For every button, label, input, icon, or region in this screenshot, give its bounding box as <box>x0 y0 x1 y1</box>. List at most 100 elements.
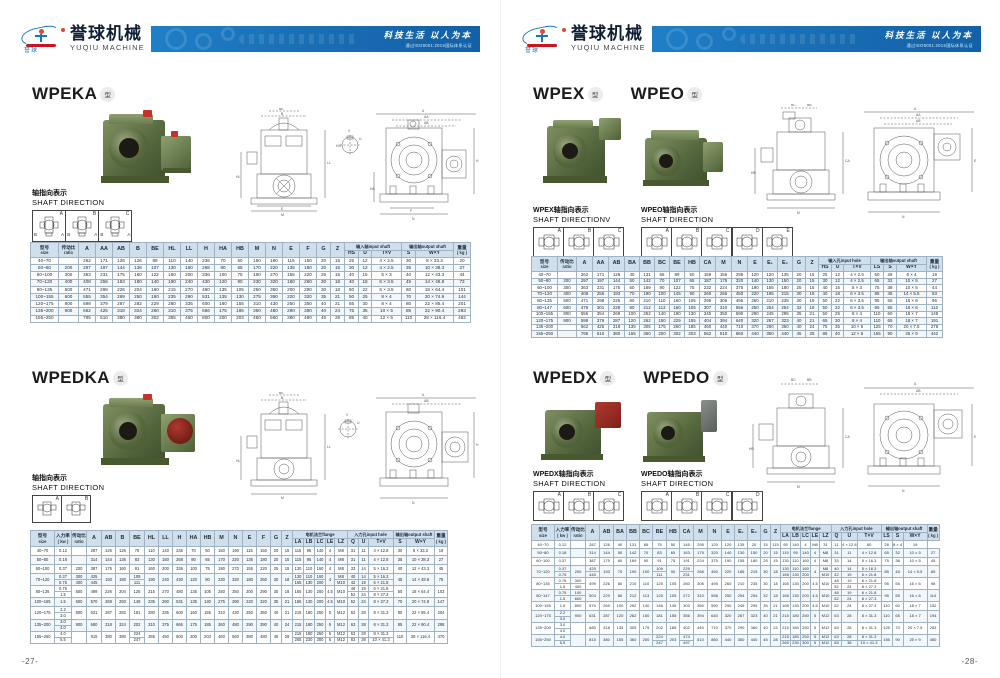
table-cell: 229 <box>599 589 614 603</box>
table-cell: 275 <box>248 292 266 302</box>
col-header-CA: CA <box>679 524 694 541</box>
table-cell: 590 <box>731 310 748 319</box>
table-cell: 175 <box>654 323 670 332</box>
table-cell: 5 <box>810 621 820 635</box>
table-cell: 95 <box>880 589 893 603</box>
table-cell: 270 <box>265 271 283 280</box>
table-cell: 18 <box>330 278 345 287</box>
table-cell: 302 <box>146 314 164 323</box>
table-cell: 18 <box>358 278 372 287</box>
table-cell: 35 <box>316 292 331 302</box>
table-cell: 200 <box>180 271 198 280</box>
table-cell: 336 <box>172 564 187 574</box>
table-cell: 100~155 <box>531 310 558 319</box>
table-cell: 130 <box>303 585 315 599</box>
table-cell: 301 <box>592 303 609 312</box>
table-cell: 598 <box>576 317 593 325</box>
table-cell: 80 <box>613 577 627 591</box>
table-cell: 262 <box>576 271 593 279</box>
table-cell: 180 <box>115 572 130 587</box>
table-cell: 235 <box>777 297 793 305</box>
table-cell: 250 <box>800 609 811 623</box>
table-cell: 110 <box>639 577 653 591</box>
table-cell: M12 <box>334 618 348 632</box>
shaft-direction-diagram: A <box>641 227 672 257</box>
table-cell: 85 <box>344 314 359 323</box>
table-cell: 230 <box>214 572 229 587</box>
table-cell: 126 <box>129 256 147 266</box>
table-cell: 40~70 <box>30 546 55 556</box>
table-cell: 33 <box>831 556 842 567</box>
table-cell: 70 <box>401 292 416 302</box>
table-cell: 900 <box>71 618 87 632</box>
table-cell: 18 <box>770 589 781 603</box>
svg-text:E: E <box>281 207 284 211</box>
table-cell: 22 × 85.4 <box>415 300 454 309</box>
table-cell: 110 <box>880 609 893 623</box>
table-cell: 98 <box>926 577 940 591</box>
table-cell: 360 <box>214 618 229 632</box>
table-cell: 12 × 5 <box>843 330 871 338</box>
table-cell: M10 <box>819 577 832 591</box>
table-cell: 266 <box>693 565 708 579</box>
table-cell: 297 <box>78 264 96 273</box>
svg-text:A: A <box>422 393 425 397</box>
table-cell: 115 <box>780 548 791 558</box>
slogan-block: 科技生活 以人为本 通过ISO9001:2015国际体系认证 <box>384 29 472 49</box>
table-cell: 260 <box>146 307 164 316</box>
table-cell: 21 <box>281 597 293 608</box>
table-cell: 200 <box>186 630 201 644</box>
table-cell: 14 × 5.5 <box>902 565 928 579</box>
table-cell: 15 <box>330 264 345 273</box>
table-cell: 287 <box>599 609 614 623</box>
table-cell: 30 <box>316 278 331 287</box>
col-header-E: E <box>282 242 300 258</box>
col-header-BE: BE <box>146 242 164 258</box>
table-cell: 318 <box>608 323 625 332</box>
gear-icon <box>721 27 736 41</box>
table-cell: 18 <box>805 303 819 312</box>
table-cell: 598 <box>78 300 96 309</box>
col-header-HB: HB <box>231 242 249 258</box>
table-cell: 22 × 85.4 <box>406 606 435 620</box>
table-cell: 20 <box>792 271 806 279</box>
table-cell: 8 × 4 <box>843 310 871 319</box>
table-cell: 50~80 <box>531 277 558 286</box>
svg-text:N: N <box>902 489 905 493</box>
table-cell: 50~80 <box>30 264 59 273</box>
table-cell: 152 <box>926 601 940 611</box>
table-cell: 181 <box>129 606 145 620</box>
table-cell: 18 × 64.4 <box>415 285 454 294</box>
col-header-G: G <box>760 524 771 541</box>
table-cell: 15 <box>281 564 293 574</box>
table-cell: 30 <box>818 277 832 286</box>
table-cell: 4 <box>810 565 820 579</box>
table-cell: 30 <box>316 285 331 294</box>
table-cell: 135~200 <box>531 621 555 635</box>
shaft-direction-label-en: SHAFT DIRECTION <box>32 198 105 207</box>
svg-text:HB: HB <box>749 447 754 451</box>
table-cell: 666 <box>172 618 187 632</box>
table-cell: 375 <box>180 307 198 316</box>
table-cell: 140 <box>790 539 801 550</box>
table-cell: 15 <box>805 271 819 279</box>
table-cell: 120 <box>214 278 232 287</box>
slogan-certification: 通过ISO9001:2015国际体系认证 <box>405 43 472 48</box>
table-cell: 70~120 <box>30 572 55 587</box>
table-cell: 14 × 48.8 <box>406 572 435 587</box>
table-cell: 22 × 90.4 <box>406 618 435 632</box>
shaft-direction-box-label: E <box>786 228 790 234</box>
table-cell: 200 <box>58 264 79 273</box>
col-header-Z: Z <box>281 530 293 547</box>
table-cell: 380 <box>101 630 116 644</box>
table-cell: 250 <box>115 597 130 608</box>
table-cell: 28 <box>358 618 369 632</box>
table-cell: 240 <box>180 278 198 287</box>
